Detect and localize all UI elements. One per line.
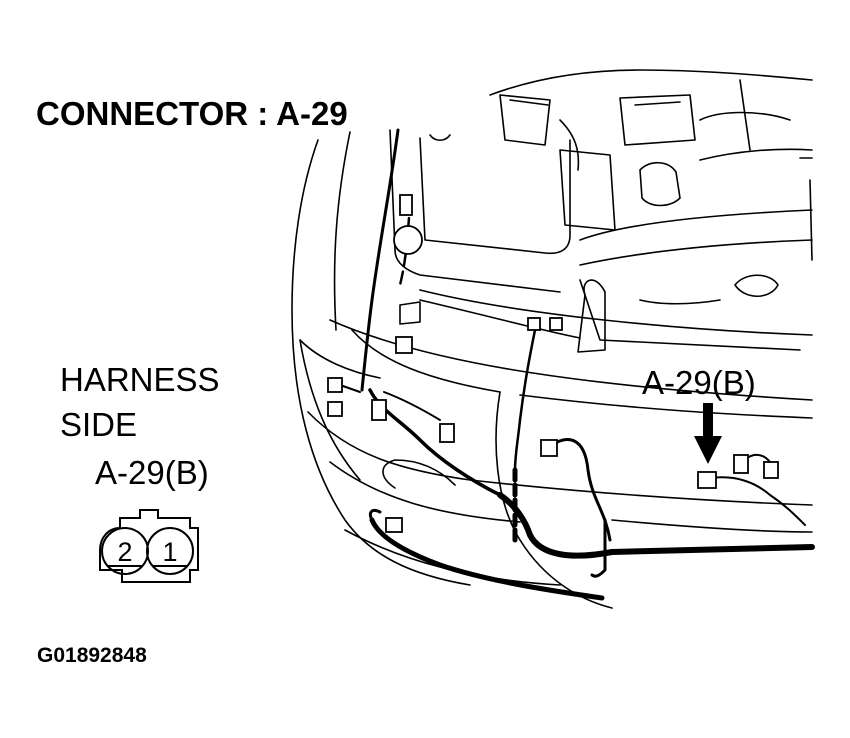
harness-side-label-line2: SIDE xyxy=(60,406,138,443)
connector-face-label: A-29(B) xyxy=(95,454,209,491)
harness-side-label-line1: HARNESS xyxy=(60,361,220,398)
engine-compartment xyxy=(389,69,813,353)
pin-number-1: 1 xyxy=(162,537,177,567)
connector-face: 2 1 xyxy=(99,509,199,583)
pin-number-2: 2 xyxy=(117,537,132,567)
figure-id: G01892848 xyxy=(37,644,147,667)
vehicle-body-outline xyxy=(291,131,813,609)
pointer-arrow xyxy=(694,403,722,464)
connector-location-label: A-29(B) xyxy=(642,364,756,401)
pin-1-cavity xyxy=(146,527,194,575)
wiring-harness xyxy=(339,128,815,601)
connector-title: CONNECTOR : A-29 xyxy=(36,95,348,132)
harness-connectors xyxy=(327,194,779,533)
